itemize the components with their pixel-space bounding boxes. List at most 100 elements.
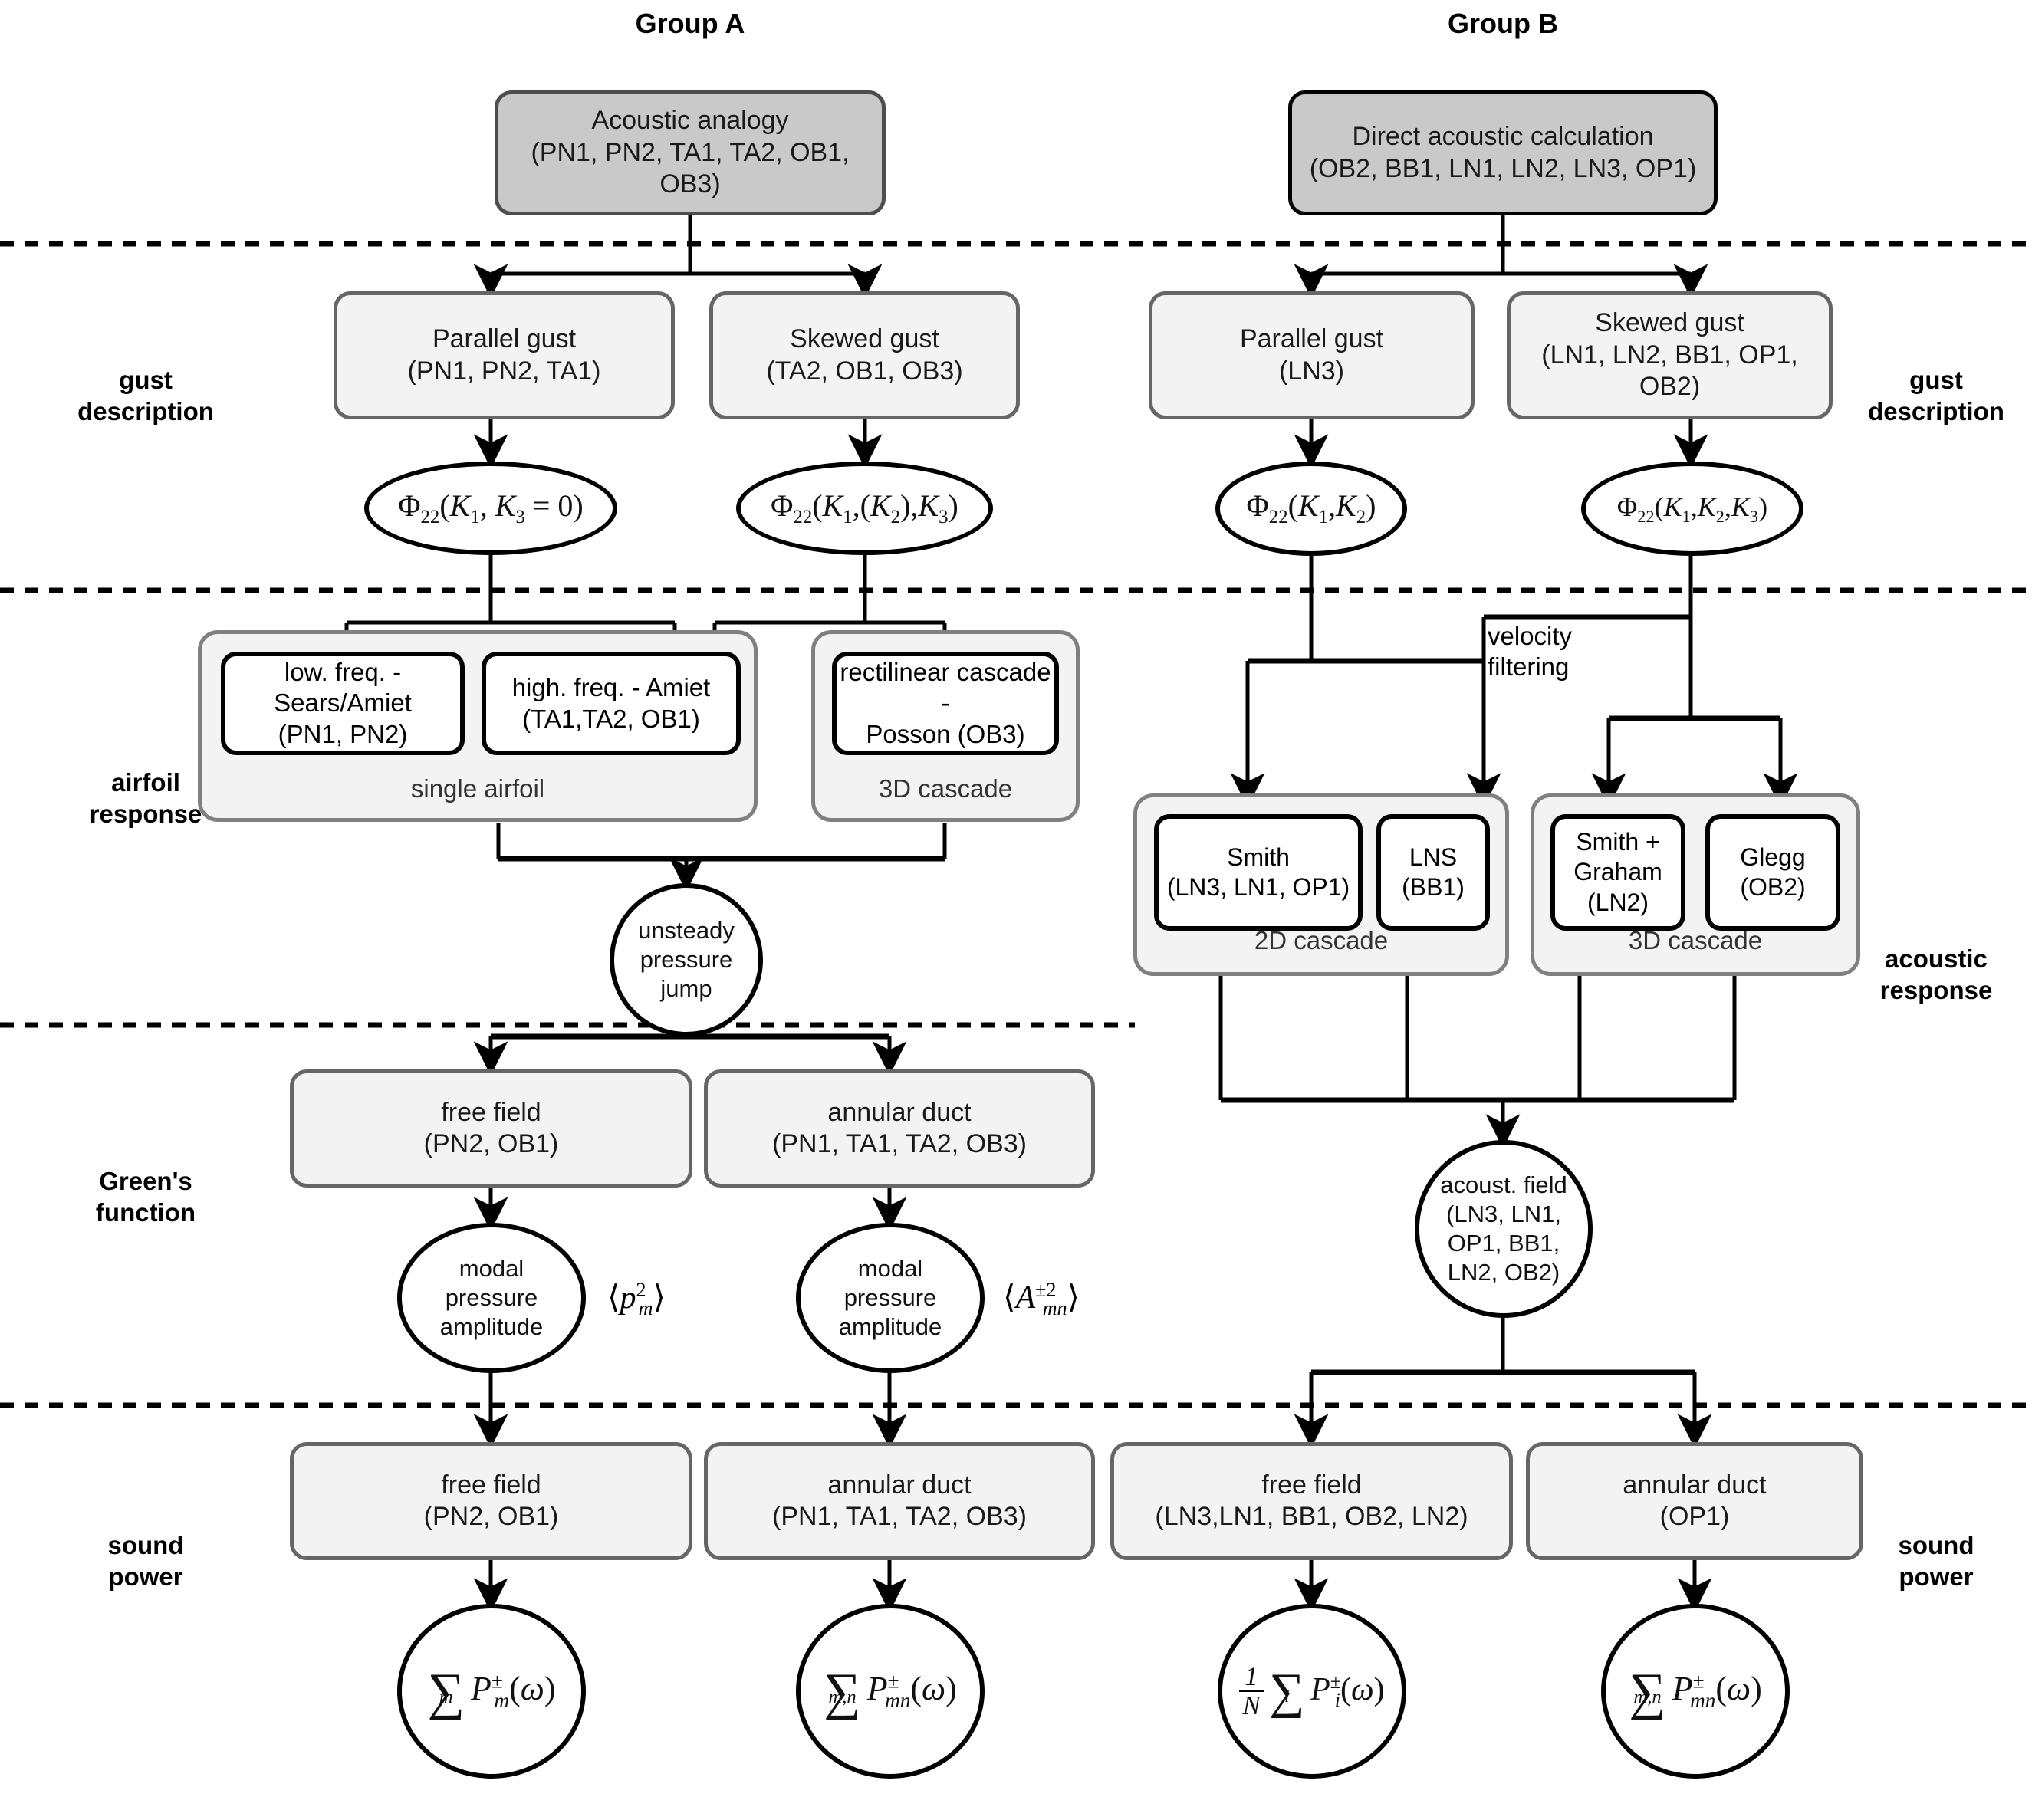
node-line-1: Acoustic analogy (591, 106, 789, 136)
node-line-2: (OB2) (1740, 873, 1806, 901)
node-line-2: Sears/Amiet (274, 688, 412, 718)
node-line-2: (PN2, OB1) (423, 1502, 559, 1531)
node-a-modal-pressure-amplitude-free[interactable]: modal pressure amplitude (397, 1223, 586, 1373)
node-line-3: (PN1, PN2) (278, 719, 408, 748)
node-a-green-free-field[interactable]: free field (PN2, OB1) (290, 1069, 692, 1188)
band-label-airfoil-response: airfoil response (46, 767, 245, 830)
node-a-high-freq-amiet[interactable]: high. freq. - Amiet (TA1,TA2, OB1) (482, 652, 741, 755)
node-line-2: Graham (1573, 858, 1662, 886)
node-line-1: Smith (1227, 843, 1290, 871)
node-b-spectrum-parallel[interactable]: Φ22(K1,K2) (1215, 462, 1407, 556)
node-line-2: (PN1, PN2, TA1) (407, 356, 601, 386)
node-b-lns[interactable]: LNS (BB1) (1376, 814, 1490, 931)
node-a-parallel-gust[interactable]: Parallel gust (PN1, PN2, TA1) (334, 291, 675, 419)
spectrum-formula: Φ22(K1, K3 = 0) (398, 488, 584, 527)
node-b-smith[interactable]: Smith (LN3, LN1, OP1) (1154, 814, 1363, 931)
label-line-2: power (1899, 1562, 1974, 1592)
node-b-skewed-gust[interactable]: Skewed gust (LN1, LN2, BB1, OP1, OB2) (1507, 291, 1833, 419)
node-direct-acoustic-calculation[interactable]: Direct acoustic calculation (OB2, BB1, L… (1288, 90, 1718, 215)
label-line-2: power (108, 1562, 183, 1592)
label-line-2: response (1879, 976, 1993, 1005)
group-a-title: Group A (635, 8, 745, 39)
node-acoustic-analogy[interactable]: Acoustic analogy (PN1, PN2, TA1, TA2, OB… (495, 90, 886, 215)
band-label-gust-description-right: gust description (1840, 364, 2032, 428)
node-line-2: Posson (OB3) (866, 719, 1025, 748)
spectrum-formula: Φ22(K1,(K2),K3) (771, 488, 958, 527)
node-line-1: Skewed gust (790, 324, 939, 354)
node-a-modal-pressure-amplitude-duct[interactable]: modal pressure amplitude (796, 1223, 985, 1373)
label-line-2: description (1868, 397, 2004, 426)
node-line-1: annular duct (827, 1470, 972, 1500)
node-line-1: Skewed gust (1595, 308, 1744, 338)
node-line-1: Parallel gust (1239, 324, 1384, 354)
node-line-3: amplitude (439, 1312, 544, 1340)
node-b-spectrum-skewed[interactable]: Φ22(K1,K2,K3) (1581, 462, 1803, 556)
node-b-parallel-gust[interactable]: Parallel gust (LN3) (1149, 291, 1475, 419)
node-a-green-annular-duct[interactable]: annular duct (PN1, TA1, TA2, OB3) (704, 1069, 1095, 1188)
node-a-spectrum-parallel[interactable]: Φ22(K1, K3 = 0) (364, 462, 617, 555)
band-label-sound-power-right: sound power (1840, 1529, 2032, 1593)
node-line-1: LNS (1409, 843, 1458, 871)
node-line-3: jump (660, 974, 712, 1002)
node-a-spectrum-skewed[interactable]: Φ22(K1,(K2),K3) (736, 462, 993, 555)
node-line-2: (BB1) (1402, 873, 1465, 901)
node-a-rectilinear-cascade-posson[interactable]: rectilinear cascade - Posson (OB3) (832, 652, 1059, 755)
node-a-power-free-field[interactable]: free field (PN2, OB1) (290, 1442, 692, 1560)
node-line-2: (TA1,TA2, OB1) (522, 704, 700, 733)
node-line-1: modal (459, 1255, 524, 1283)
node-line-1: low. freq. - (284, 658, 402, 687)
label-line-1: sound (1898, 1531, 1974, 1559)
node-line-3: (LN2) (1586, 888, 1649, 916)
group-a-3d-cascade-label: 3D cascade (878, 774, 1013, 803)
node-line-4: LN2, OB2) (1447, 1258, 1560, 1286)
node-a-low-freq-sears-amiet[interactable]: low. freq. - Sears/Amiet (PN1, PN2) (221, 652, 465, 755)
node-line-1: modal (857, 1255, 923, 1283)
node-line-1: free field (1261, 1470, 1362, 1500)
node-line-2: (LN3, LN1, (1446, 1201, 1561, 1228)
node-line-2: (TA2, OB1, OB3) (766, 356, 963, 386)
node-a-skewed-gust[interactable]: Skewed gust (TA2, OB1, OB3) (709, 291, 1020, 419)
node-a-modal-duct-math: ⟨A±2mn⟩ (1003, 1278, 1080, 1320)
node-a-unsteady-pressure-jump[interactable]: unsteady pressure jump (610, 883, 763, 1036)
node-line-2: (PN2, OB1) (423, 1129, 559, 1158)
label-line-1: Green's (99, 1167, 192, 1195)
band-label-sound-power-left: sound power (46, 1529, 245, 1593)
node-line-2: (LN3, LN1, OP1) (1166, 873, 1350, 901)
node-b-power-free-field[interactable]: free field (LN3,LN1, BB1, OB2, LN2) (1110, 1442, 1513, 1560)
label-line-1: gust (1909, 366, 1963, 394)
label-line-1: gust (119, 366, 173, 394)
label-line-2: description (77, 397, 214, 426)
node-line-1: unsteady (638, 917, 735, 944)
node-line-2: (PN1, TA1, TA2, OB3) (772, 1502, 1027, 1531)
node-line-1: Smith + (1576, 828, 1660, 856)
node-line-2: pressure (640, 946, 733, 974)
node-line-2: pressure (843, 1284, 937, 1312)
node-a-power-annular-duct[interactable]: annular duct (PN1, TA1, TA2, OB3) (704, 1442, 1095, 1560)
node-line-1: acoust. field (1440, 1171, 1567, 1199)
node-line-3: OB2) (1639, 372, 1701, 402)
band-label-greens-function: Green's function (46, 1165, 245, 1229)
node-line-1: free field (441, 1097, 541, 1127)
node-b-power-annular-duct[interactable]: annular duct (OP1) (1526, 1442, 1863, 1560)
label-line-1: acoustic (1885, 944, 1988, 973)
node-line-1: free field (441, 1470, 541, 1500)
label-line-1: airfoil (111, 768, 180, 797)
node-line-1: annular duct (1623, 1470, 1767, 1500)
node-b-acoustic-field[interactable]: acoust. field (LN3, LN1, OP1, BB1, LN2, … (1415, 1140, 1593, 1318)
node-b-smith-graham[interactable]: Smith + Graham (LN2) (1550, 814, 1685, 931)
node-line-1: rectilinear cascade - (840, 658, 1051, 718)
modal-text-block: modal pressure amplitude (839, 1254, 942, 1341)
label-line-1: velocity (1488, 622, 1573, 650)
node-line-2: (OP1) (1659, 1502, 1730, 1531)
label-line-2: function (95, 1198, 196, 1227)
group-single-airfoil-label: single airfoil (410, 774, 545, 803)
band-label-acoustic-response: acoustic response (1840, 943, 2032, 1007)
node-b-glegg[interactable]: Glegg (OB2) (1705, 814, 1840, 931)
